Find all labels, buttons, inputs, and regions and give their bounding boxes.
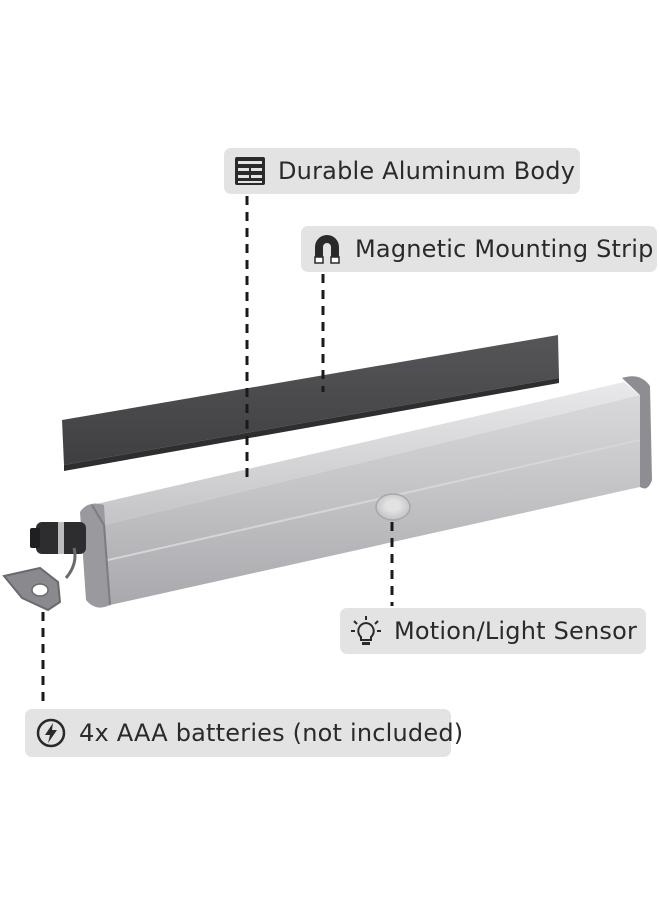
magnet-icon — [311, 233, 343, 265]
callout-magnetic-strip: Magnetic Mounting Strip — [301, 226, 657, 272]
callout-batteries: 4x AAA batteries (not included) — [25, 709, 463, 757]
clip-hole — [31, 583, 49, 597]
lightning-icon — [35, 717, 67, 749]
callout-label: Durable Aluminum Body — [278, 157, 576, 185]
callout-label: Magnetic Mounting Strip — [355, 235, 654, 263]
magnetic-strip-edge — [64, 378, 559, 471]
magnetic-strip — [62, 335, 559, 465]
body-highlight — [107, 439, 641, 561]
battery-terminal — [30, 528, 40, 548]
callout-aluminum-body: Durable Aluminum Body — [224, 148, 580, 194]
right-end-cap — [622, 376, 652, 489]
left-end-cap — [80, 503, 110, 608]
left-cap-edge — [91, 504, 111, 606]
callout-label: 4x AAA batteries (not included) — [79, 719, 464, 747]
sensor-lens — [386, 500, 400, 510]
battery-band — [58, 522, 64, 554]
callout-motion-sensor: Motion/Light Sensor — [340, 608, 646, 654]
clip-hinge — [64, 547, 77, 579]
aluminum-body-top — [92, 382, 640, 525]
callout-label: Motion/Light Sensor — [394, 617, 638, 645]
light-bulb-icon — [350, 615, 382, 647]
aluminum-profile-icon — [234, 155, 266, 187]
